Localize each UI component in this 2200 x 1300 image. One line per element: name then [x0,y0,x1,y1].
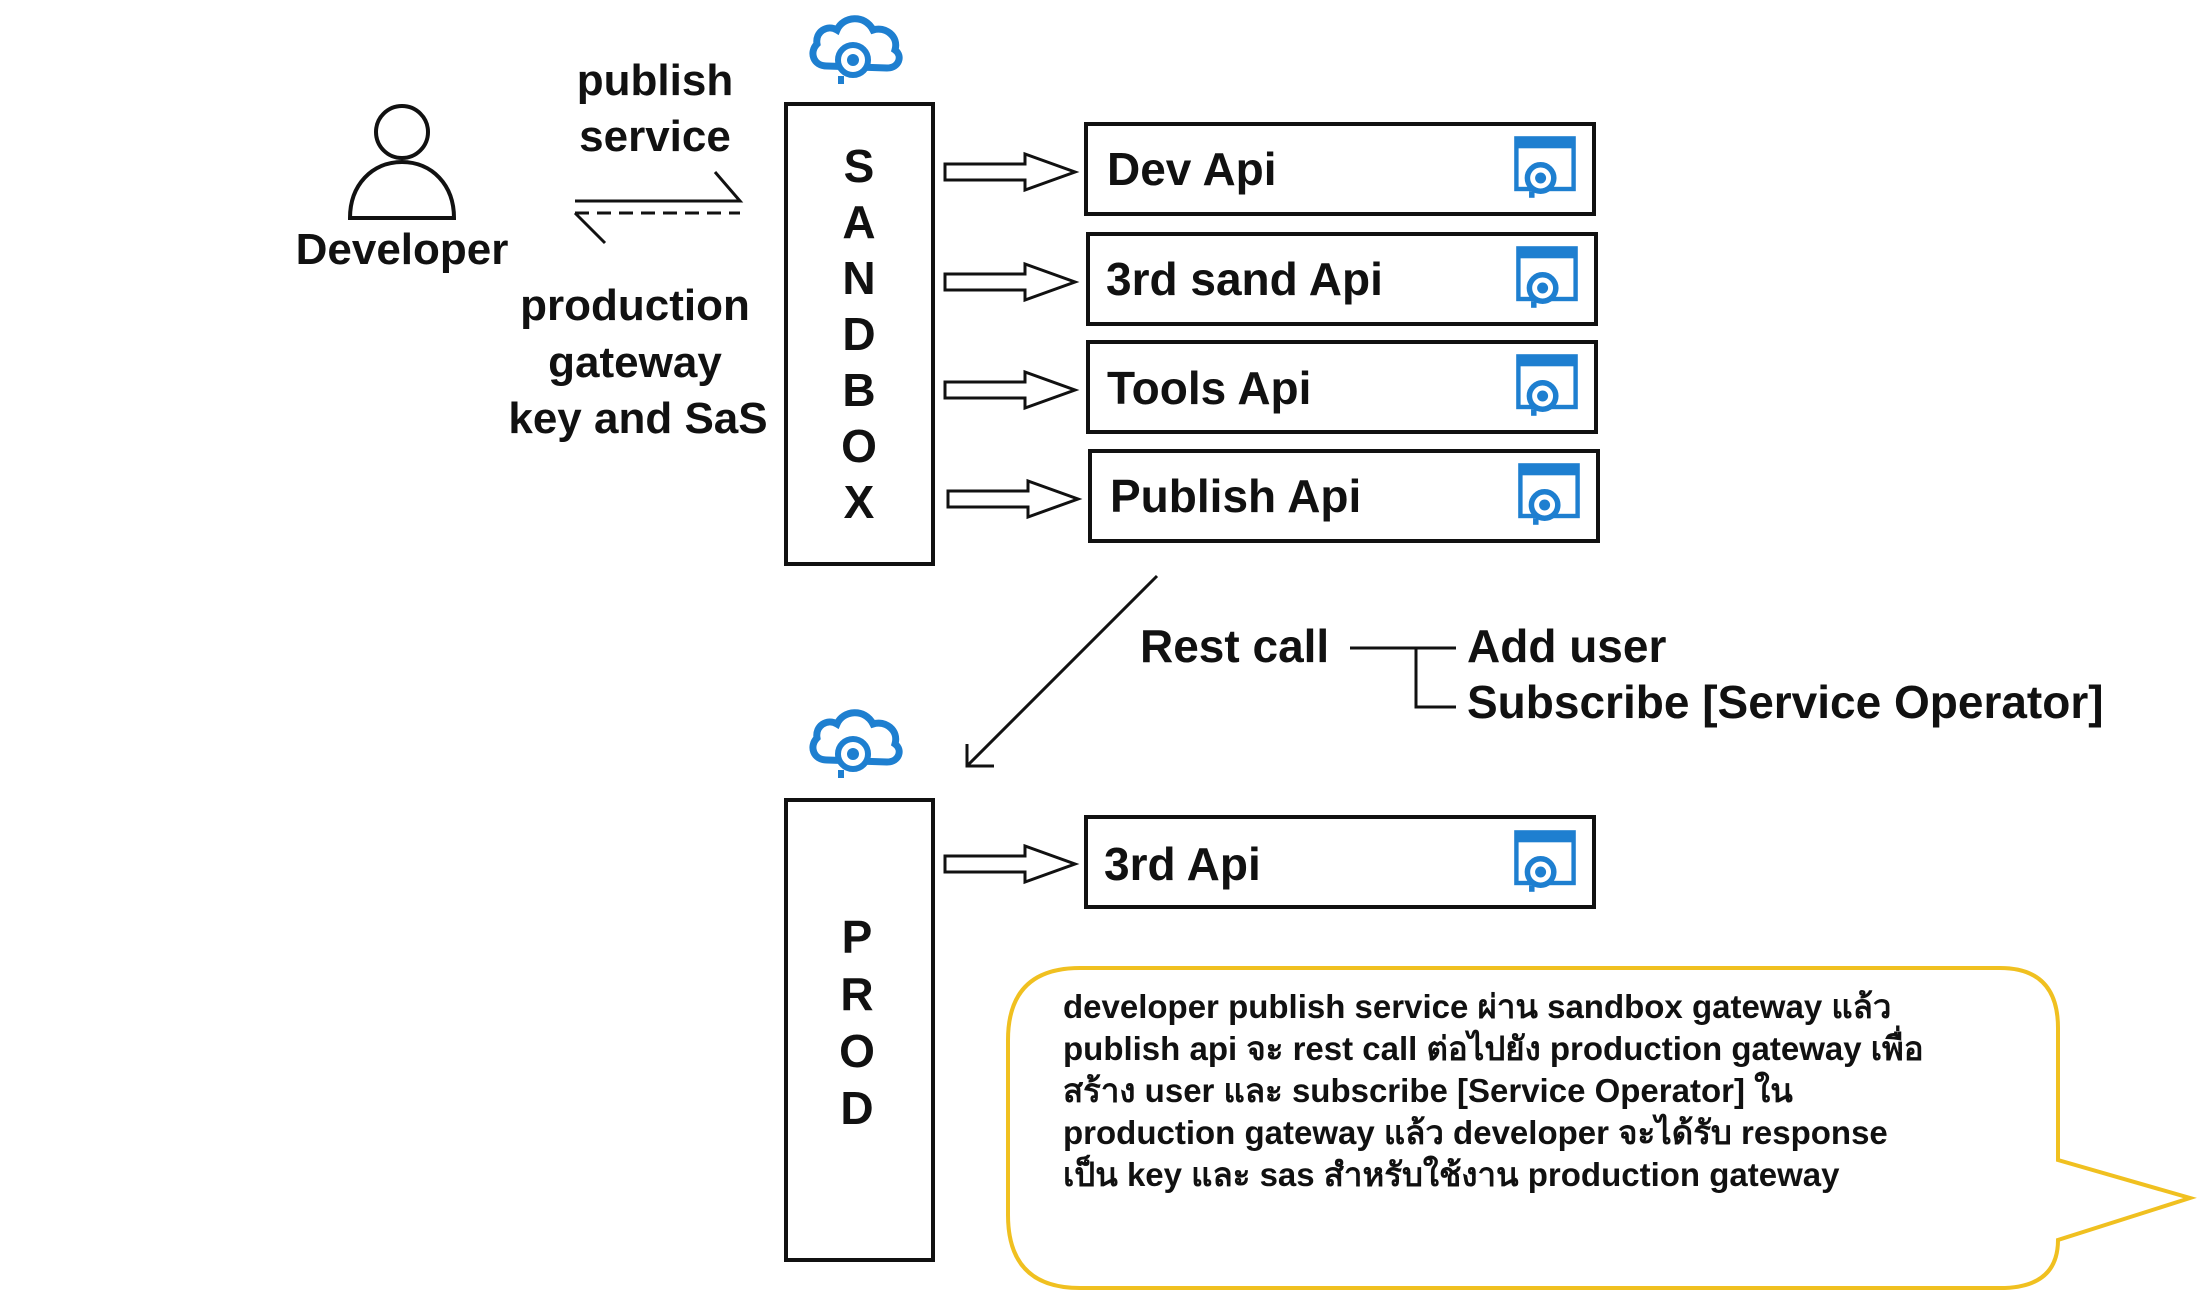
api-label: Publish Api [1110,470,1361,522]
sandbox-letter: N [842,252,875,304]
api-window-icon [1516,832,1573,891]
api-window-icon [1518,248,1575,307]
exchange-arrows [573,171,744,245]
note-line: production gateway แล้ว developer จะได้ร… [1063,1113,1888,1151]
developer-label: Developer [296,225,509,274]
api-label: 3rd sand Api [1106,253,1383,305]
response-label-line-3: key and SaS [508,394,767,443]
hollow-arrow-icon [943,151,1080,193]
sandbox-api-row: Publish Api [946,449,1600,543]
sandbox-letter: D [842,308,875,360]
prod-letter: R [840,968,873,1020]
sandbox-letter: O [841,420,877,472]
api-label: 3rd Api [1104,838,1261,890]
note-line: developer publish service ผ่าน sandbox g… [1063,988,1891,1025]
hollow-arrow-icon [943,261,1080,303]
response-label-line-1: production [520,281,750,330]
note-line: publish api จะ rest call ต่อไปยัง produc… [1063,1025,1924,1067]
note-line: เป็น key และ sas สำหรับใช้งาน production… [1063,1154,1840,1193]
prod-letter: D [840,1082,873,1134]
sandbox-cloud-icon [813,19,899,84]
response-label-line-2: gateway [548,338,722,387]
api-label: Dev Api [1107,143,1277,195]
sandbox-gateway-box [784,102,935,566]
person-icon [347,104,457,220]
add-user-label: Add user [1467,620,1666,672]
note-text: developer publish service ผ่าน sandbox g… [1063,988,1924,1193]
subscribe-label: Subscribe [Service Operator] [1467,676,2104,728]
sandbox-letters: S A N D B O X [841,140,877,528]
hollow-arrow-icon [946,478,1083,520]
api-box-dev [1084,122,1596,216]
prod-cloud-icon [813,713,899,778]
prod-letter: P [842,911,873,963]
prod-letter: O [839,1025,875,1077]
sandbox-letter: B [842,364,875,416]
api-box-3rd [1084,815,1596,909]
rest-call-bracket [1350,646,1456,709]
api-window-icon [1518,356,1575,415]
sandbox-api-row: 3rd sand Api [943,232,1598,326]
prod-api-row: 3rd Api [943,815,1596,909]
prod-letters: P R O D [839,911,875,1134]
api-window-icon [1516,138,1573,197]
note-speech-bubble [1006,966,2197,1290]
publish-service-label-line-1: publish [577,56,733,105]
hollow-arrow-icon [943,369,1080,411]
api-box-publish [1088,449,1600,543]
api-box-tools [1086,340,1598,434]
sandbox-api-row: Dev Api [943,122,1596,216]
note-line: สร้าง user และ subscribe [Service Operat… [1063,1071,1793,1109]
sandbox-letter: X [844,476,875,528]
sandbox-letter: A [842,196,875,248]
api-box-3rd-sand [1086,232,1598,326]
sandbox-api-row: Tools Api [943,340,1598,434]
rest-call-arrow [965,574,1159,768]
publish-service-label-line-2: service [579,112,731,161]
api-window-icon [1520,465,1577,524]
prod-gateway-box [784,798,935,1262]
api-label: Tools Api [1107,362,1311,414]
rest-call-label: Rest call [1140,620,1329,672]
hollow-arrow-icon [943,843,1080,885]
sandbox-letter: S [844,140,875,192]
